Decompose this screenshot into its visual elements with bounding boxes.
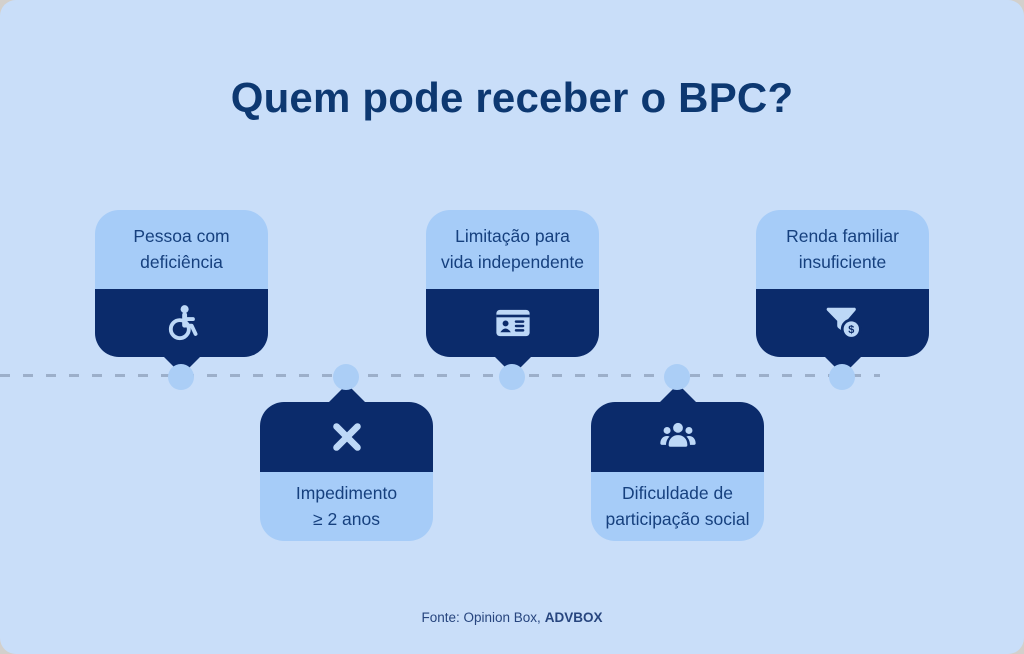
card-label-line: participação social <box>605 508 750 529</box>
id-card-icon <box>495 309 530 337</box>
timeline-line <box>0 374 880 377</box>
card-label-line: vida independente <box>440 251 585 272</box>
card-label-line: insuficiente <box>798 251 887 272</box>
card-label-line: deficiência <box>140 251 223 272</box>
card-label-line: Impedimento <box>295 483 398 504</box>
card-label-line: Renda familiar <box>786 226 899 247</box>
x-mark-icon <box>332 423 361 451</box>
timeline-dot <box>829 364 855 390</box>
card-icon-area: $ <box>756 289 929 357</box>
card-label-line: ≥ 2 anos <box>312 508 380 529</box>
card-label-line: Limitação para <box>455 226 570 247</box>
card-label: Pessoa com deficiência <box>95 210 268 289</box>
card-label: Impedimento ≥ 2 anos <box>260 472 433 541</box>
card-label: Limitação para vida independente <box>426 210 599 289</box>
funnel-dollar-icon: $ <box>826 307 862 340</box>
timeline-dot <box>499 364 525 390</box>
card-label-line: Dificuldade de <box>622 483 733 504</box>
card-renda-familiar-insuficiente: Renda familiar insuficiente $ <box>756 210 929 375</box>
card-pessoa-com-deficiencia: Pessoa com deficiência <box>95 210 268 375</box>
card-dificuldade-participacao-social: Dificuldade de participação social <box>591 384 764 541</box>
source-note: Fonte: Opinion Box,ADVBOX <box>0 610 1024 625</box>
card-label: Renda familiar insuficiente <box>756 210 929 289</box>
card-pointer <box>327 384 366 403</box>
card-icon-area <box>95 289 268 357</box>
page-title: Quem pode receber o BPC? <box>230 74 794 121</box>
timeline-dot <box>664 364 690 390</box>
wheelchair-icon <box>168 305 197 341</box>
card-label-line: Pessoa com <box>133 226 230 247</box>
card-impedimento-2-anos: Impedimento ≥ 2 anos <box>260 384 433 541</box>
source-brand: ADVBOX <box>544 610 603 625</box>
timeline-dot <box>168 364 194 390</box>
card-limitacao-vida-independente: Limitação para vida independente <box>426 210 599 375</box>
timeline-dot <box>333 364 359 390</box>
card-icon-area <box>426 289 599 357</box>
dollar-sign: $ <box>848 324 854 336</box>
card-icon-area <box>260 402 433 472</box>
card-label: Dificuldade de participação social <box>591 472 764 541</box>
source-prefix: Fonte: Opinion Box, <box>421 610 541 625</box>
users-icon <box>659 422 696 447</box>
card-pointer <box>658 384 697 403</box>
card-icon-area <box>591 402 764 472</box>
